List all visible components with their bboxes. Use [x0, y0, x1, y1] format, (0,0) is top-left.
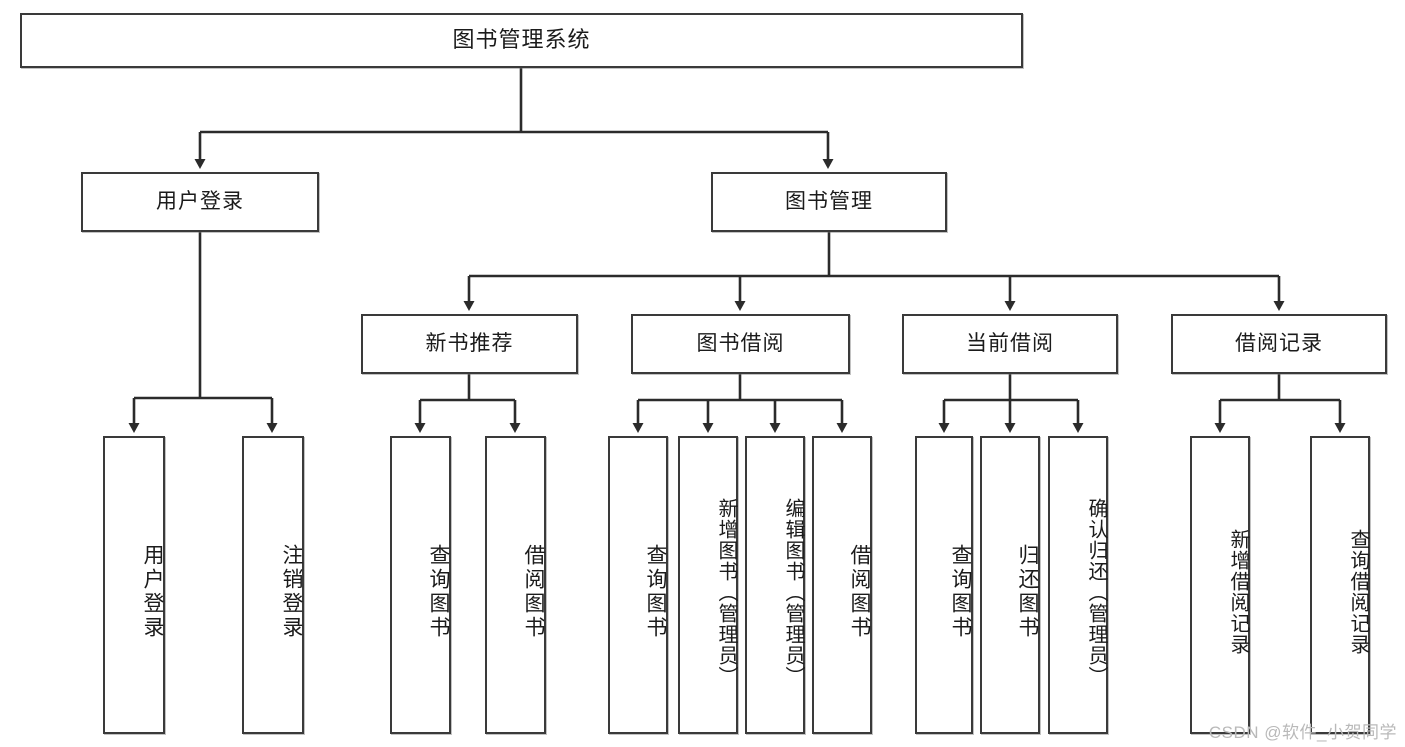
node-leaf-confirm-return-admin[interactable]: 确认归还（管理员）	[1048, 436, 1108, 734]
node-level2-new-book-recommend[interactable]: 新书推荐	[361, 314, 578, 374]
node-level2-current-borrow[interactable]: 当前借阅	[902, 314, 1118, 374]
node-level1-user-login[interactable]: 用户登录	[81, 172, 319, 232]
csdn-watermark: CSDN @软件_小贺同学	[1208, 723, 1397, 742]
node-leaf-logout[interactable]: 注销登录	[242, 436, 304, 734]
node-leaf-return-book[interactable]: 归还图书	[980, 436, 1040, 734]
node-level2-book-borrow[interactable]: 图书借阅	[631, 314, 850, 374]
node-root[interactable]: 图书管理系统	[20, 13, 1023, 68]
node-leaf-edit-book-admin[interactable]: 编辑图书（管理员）	[745, 436, 805, 734]
node-leaf-add-borrow-record[interactable]: 新增借阅记录	[1190, 436, 1250, 734]
node-level1-book-management[interactable]: 图书管理	[711, 172, 947, 232]
node-leaf-borrow-book[interactable]: 借阅图书	[812, 436, 872, 734]
node-leaf-query-book-borrow[interactable]: 查询图书	[608, 436, 668, 734]
node-level2-borrow-record[interactable]: 借阅记录	[1171, 314, 1387, 374]
node-leaf-query-borrow-record[interactable]: 查询借阅记录	[1310, 436, 1370, 734]
node-leaf-add-book-admin[interactable]: 新增图书（管理员）	[678, 436, 738, 734]
node-leaf-borrow-book-recommend[interactable]: 借阅图书	[485, 436, 546, 734]
node-leaf-user-login[interactable]: 用户登录	[103, 436, 165, 734]
node-leaf-query-book-current[interactable]: 查询图书	[915, 436, 973, 734]
node-leaf-query-book-recommend[interactable]: 查询图书	[390, 436, 451, 734]
